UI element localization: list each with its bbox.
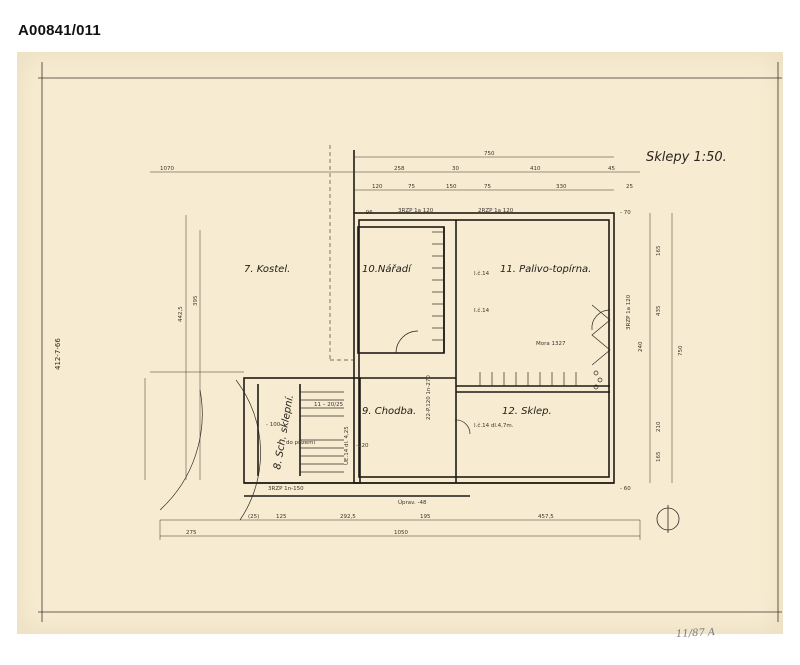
- dim-right-e: 165: [656, 451, 662, 462]
- dim-top-a: 258: [394, 166, 405, 172]
- room-sklep: 12. Sklep.: [502, 406, 552, 417]
- level-2: - 70: [620, 210, 631, 216]
- level-5: - 100: [266, 422, 281, 428]
- level-3: - 60: [620, 486, 631, 492]
- note-lintel-6: UE.14 dl. 4,25: [344, 426, 350, 465]
- dim-top-b: 30: [452, 166, 459, 172]
- dim-top-c: 410: [530, 166, 541, 172]
- north-arrow-icon: [656, 505, 680, 533]
- furnace-symbol: [591, 304, 611, 390]
- dim-right-b: 435: [656, 305, 662, 316]
- room-naradi: 10.Nářadí: [362, 263, 412, 275]
- note-stairs: 11 – 20/25: [314, 402, 344, 408]
- dim-top-total: 750: [484, 151, 495, 157]
- note-lintel-4: 3RZP 1a 120: [626, 294, 632, 330]
- room-schodiste: 8. Sch. sklepní.: [271, 394, 296, 471]
- level-4: -220: [356, 443, 369, 449]
- dim-row2-c: 150: [446, 184, 457, 190]
- dim-row2-f: 25: [626, 184, 633, 190]
- dim-row2-d: 75: [484, 184, 491, 190]
- side-note: 412-7-66: [54, 338, 62, 370]
- plan-walls: [243, 150, 615, 497]
- dim-row2-b: 75: [408, 184, 415, 190]
- dim-right-c: 240: [638, 341, 644, 352]
- note-ic14: I.č.14: [474, 307, 490, 314]
- sheet-title: Sklepy 1:50.: [646, 150, 727, 165]
- level-1: - 96: [362, 210, 373, 216]
- dim-bottom-total: 1050: [394, 530, 408, 536]
- dim-bottom-f: (25): [248, 514, 259, 520]
- room-kostel: 7. Kostel.: [244, 264, 290, 275]
- room-palivo: 11. Palivo-topírna.: [500, 263, 591, 275]
- dim-row2-a: 120: [372, 184, 383, 190]
- dim-left-a: 395: [193, 295, 199, 306]
- note-do-prizemi: do přízemí: [286, 439, 316, 446]
- note-lintel-3: 2RZP 1a 120: [478, 208, 514, 214]
- archive-id-label: A00841/011: [18, 22, 101, 39]
- dim-bottom-d: 195: [420, 514, 431, 520]
- note-lintel-2: 3RZP 1a 120: [398, 208, 434, 214]
- dim-bottom-c: 292,5: [340, 514, 356, 520]
- dim-row2-e: 330: [556, 184, 567, 190]
- note-lintel-1: 3RZP 1n-150: [268, 486, 304, 492]
- archive-stamp: 11/87 A: [675, 626, 716, 641]
- dim-right-total: 750: [678, 345, 684, 356]
- dim-bottom-b: 125: [276, 514, 287, 520]
- room-chodba: 9. Chodba.: [362, 406, 416, 417]
- dim-top-left: 1070: [160, 166, 174, 172]
- dim-right-a: 165: [656, 245, 662, 256]
- dim-left-total: 442,5: [178, 306, 184, 322]
- note-mora: Mora 1327: [536, 341, 566, 347]
- drawing-sheet: [17, 52, 783, 634]
- dim-right-d: 210: [656, 421, 662, 432]
- door-swings: [159, 309, 611, 521]
- dimension-lines: [144, 156, 673, 540]
- note-upraveno: Úprav. -48: [398, 499, 427, 506]
- sheet-frame: [38, 62, 782, 622]
- note-ic14b: I.č.14: [474, 270, 490, 277]
- stair-treads: [300, 231, 577, 473]
- church-outline: [329, 145, 354, 361]
- note-ic14-dl: I.č.14 dl.4,7m.: [474, 422, 514, 429]
- dim-bottom-a: 275: [186, 530, 197, 536]
- dim-bottom-e: 457,5: [538, 514, 554, 520]
- dim-top-d: 45: [608, 166, 615, 172]
- note-lintel-5: 22-P.120 1n-270: [426, 375, 432, 420]
